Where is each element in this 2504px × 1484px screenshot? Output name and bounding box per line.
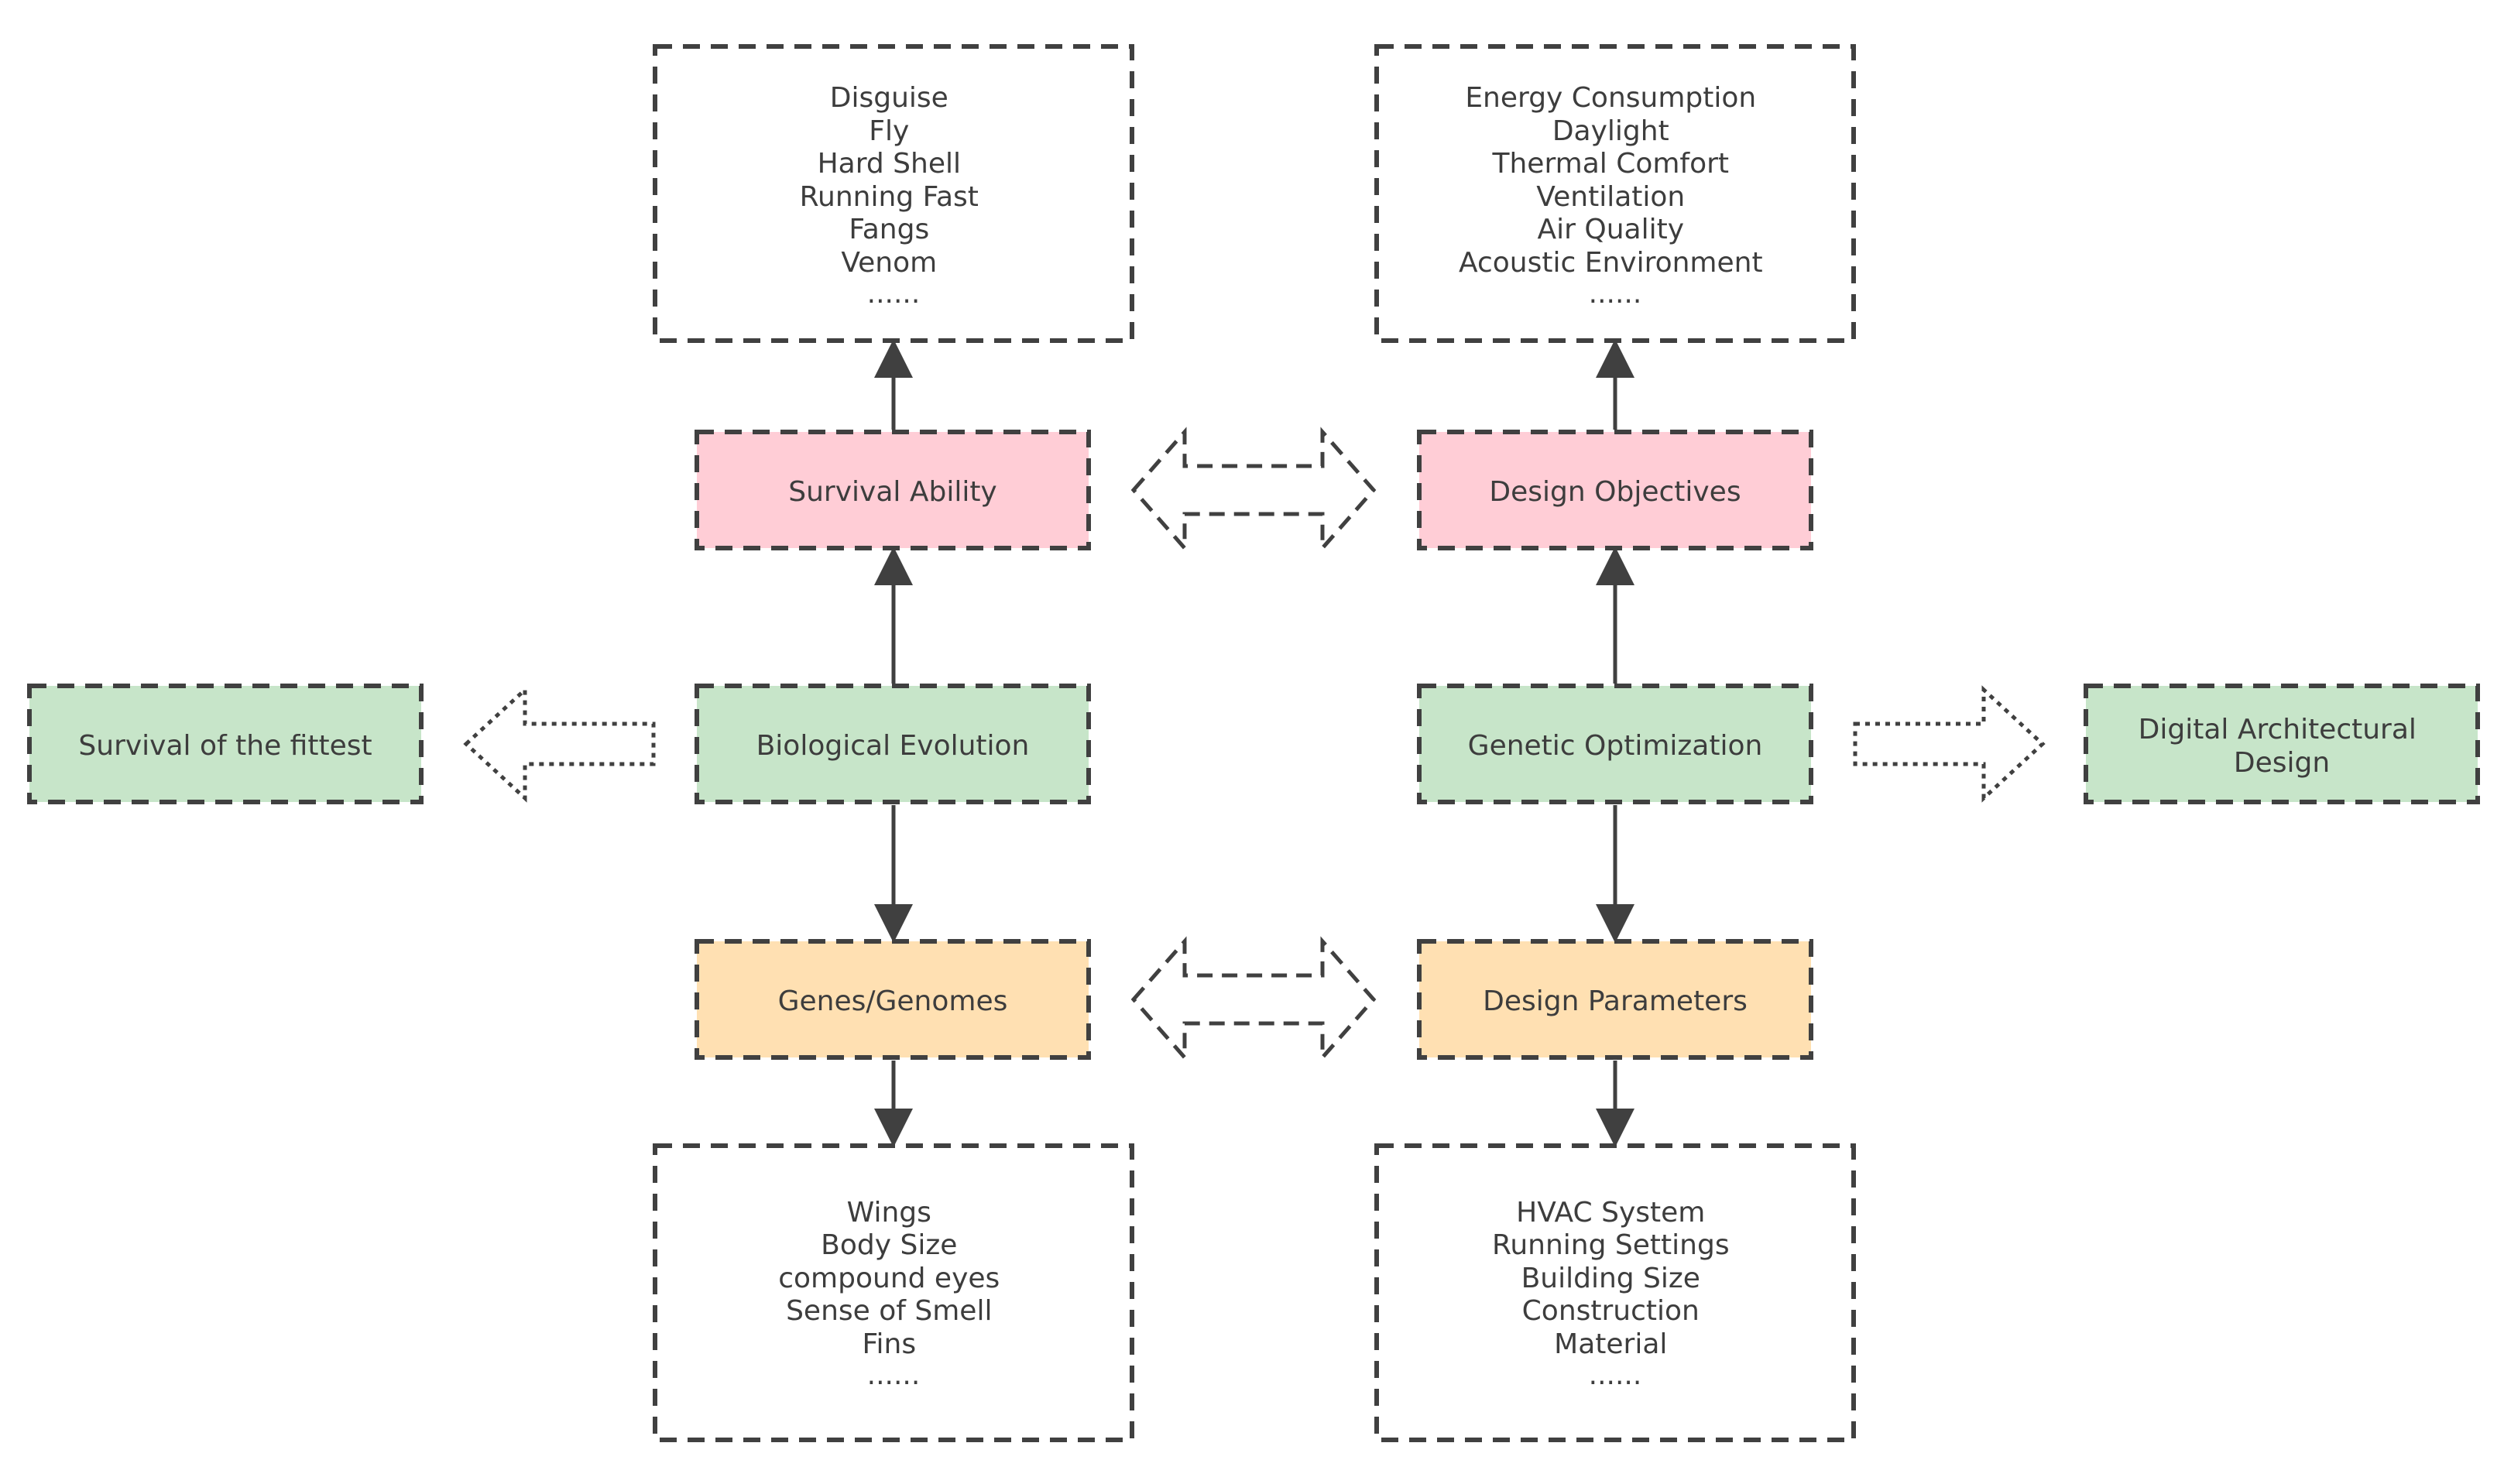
objectives-item: ...... [1589,278,1642,310]
survival-ability-box: Survival Ability [695,430,1091,550]
parameters-item: Material [1554,1328,1667,1360]
objectives-item: Acoustic Environment [1459,247,1763,279]
objectives-item: Thermal Comfort [1492,148,1730,180]
objectives-item: Ventilation [1536,181,1685,213]
digital-architectural-design-box: Digital Architectural Design [2084,684,2480,804]
svg-text:Digital Architectural De: Digital Architectural Design [2139,714,2426,779]
abilities-item: Disguise [830,82,948,114]
abilities-list-box: Disguise Fly Hard Shell Running Fast Fan… [653,44,1134,343]
svg-text:Energy Consumption Dayli: Energy Consumption Daylight Thermal Comf… [1459,82,1772,310]
svg-text:Wings Body Size co: Wings Body Size compound eyes Sense of S… [778,1197,1009,1391]
digital-architectural-design-label: Design [2234,747,2330,779]
arrow-to-survival-of-fittest [463,685,656,803]
design-parameters-label: Design Parameters [1483,985,1748,1017]
traits-item: Sense of Smell [786,1295,992,1327]
abilities-item: Venom [841,247,937,279]
digital-architectural-design-label: Digital Architectural [2139,714,2417,745]
parameters-item: Building Size [1521,1263,1700,1294]
objectives-item: Daylight [1552,115,1669,147]
objectives-item: Air Quality [1538,214,1685,245]
genetic-optimization-box: Genetic Optimization [1417,684,1813,804]
traits-item: compound eyes [778,1263,1000,1294]
survival-of-fittest-box: Survival of the fittest [27,684,424,804]
biological-evolution-label: Biological Evolution [756,730,1030,762]
genes-genomes-label: Genes/Genomes [778,985,1008,1017]
objectives-item: Energy Consumption [1465,82,1756,114]
parameters-item: Construction [1522,1295,1700,1327]
survival-ability-label: Survival Ability [788,476,997,508]
arrow-to-digital-design [1853,685,2046,803]
abilities-item: Fangs [849,214,929,245]
parameters-item: ...... [1589,1359,1642,1391]
survival-of-fittest-label: Survival of the fittest [78,730,372,762]
svg-text:HVAC System Running Sett: HVAC System Running Settings Building Si… [1492,1197,1738,1391]
design-objectives-label: Design Objectives [1489,476,1741,508]
traits-item: Wings [847,1197,931,1229]
design-parameters-box: Design Parameters [1417,939,1813,1060]
traits-item: Body Size [821,1229,957,1261]
genes-genomes-box: Genes/Genomes [695,939,1091,1060]
parameters-item: HVAC System [1516,1197,1705,1229]
traits-item: ...... [867,1359,921,1391]
abilities-item: ...... [867,278,921,310]
objectives-list-box: Energy Consumption Daylight Thermal Comf… [1374,44,1856,343]
biological-evolution-box: Biological Evolution [695,684,1091,804]
double-arrow-bottom [1130,936,1377,1063]
svg-text:Disguise Fly Hard: Disguise Fly Hard Shell Running Fast Fan… [800,82,988,310]
abilities-item: Running Fast [800,181,979,213]
abilities-item: Hard Shell [818,148,961,180]
parameters-list-box: HVAC System Running Settings Building Si… [1374,1143,1856,1442]
double-arrow-top [1130,427,1377,554]
parameters-item: Running Settings [1492,1229,1730,1261]
abilities-item: Fly [869,115,909,147]
traits-item: Fins [862,1328,916,1360]
traits-list-box: Wings Body Size compound eyes Sense of S… [653,1143,1134,1442]
design-objectives-box: Design Objectives [1417,430,1813,550]
genetic-optimization-label: Genetic Optimization [1468,730,1763,762]
